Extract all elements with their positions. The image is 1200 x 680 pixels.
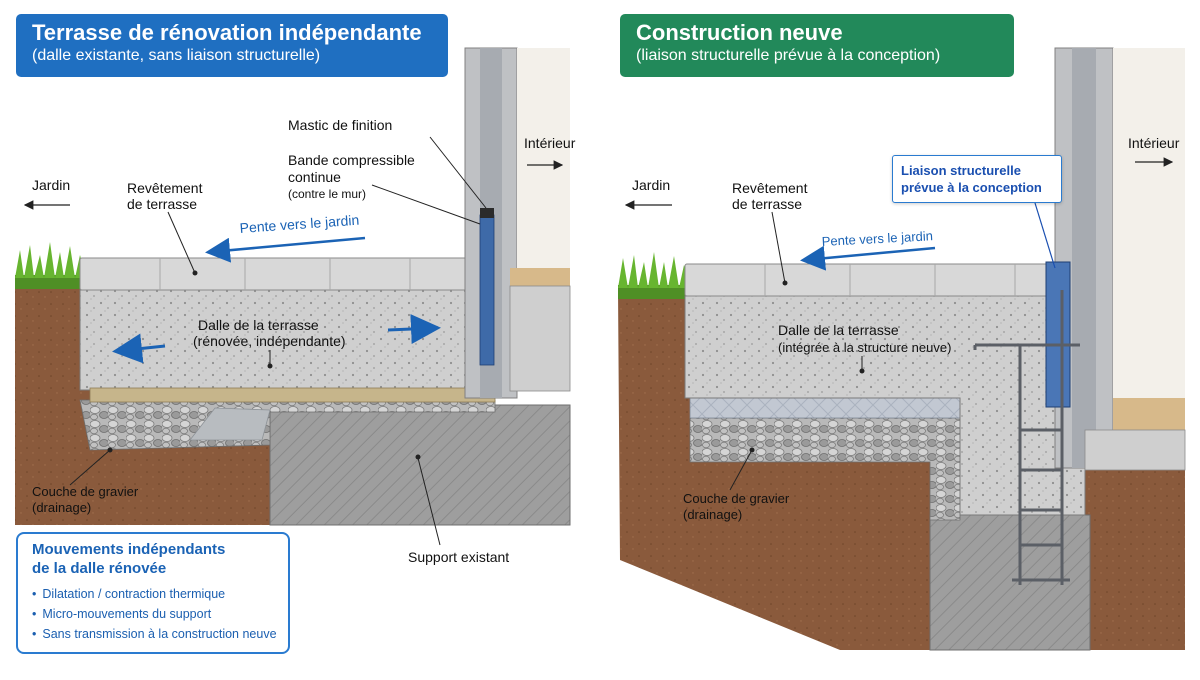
leader-gravier-left bbox=[69, 449, 111, 486]
label-bande-3: (contre le mur) bbox=[288, 187, 366, 201]
label-support-existant: Support existant bbox=[408, 549, 509, 565]
arrow-movement-right bbox=[387, 314, 441, 345]
label-dalle-left-2: (rénovée, indépendante) bbox=[193, 333, 346, 349]
leader-dot bbox=[415, 454, 421, 460]
leader-gravier-right bbox=[729, 449, 753, 491]
left-slab-base bbox=[89, 387, 496, 403]
label-gravier-left-1: Couche de gravier bbox=[32, 484, 139, 499]
label-revetement-left-1: Revêtement bbox=[127, 180, 203, 196]
leader-mastic bbox=[429, 136, 487, 209]
left-panel: Mastic de finition Bande compressible co… bbox=[15, 47, 576, 565]
label-jardin-left: Jardin bbox=[32, 177, 70, 193]
label-pente-left: Pente vers le jardin bbox=[239, 212, 360, 236]
label-interieur-right: Intérieur bbox=[1128, 135, 1180, 151]
label-jardin-right: Jardin bbox=[632, 177, 670, 193]
right-interior-slab bbox=[1084, 429, 1186, 471]
liaison-line-2: prévue à la conception bbox=[901, 180, 1042, 195]
label-revetement-right-2: de terrasse bbox=[732, 196, 802, 212]
left-finishing-mastic bbox=[480, 208, 494, 218]
movement-box-title-1: Mouvements indépendants bbox=[32, 541, 226, 558]
header-right: Construction neuve (liaison structurelle… bbox=[620, 14, 1014, 77]
label-dalle-left-1: Dalle de la terrasse bbox=[198, 317, 319, 333]
subtitle-left: (dalle existante, sans liaison structure… bbox=[32, 47, 321, 64]
label-interieur-left: Intérieur bbox=[524, 135, 576, 151]
right-foundation bbox=[929, 514, 1091, 651]
movement-box-title-2: de la dalle rénovée bbox=[32, 560, 167, 577]
subtitle-right: (liaison structurelle prévue à la concep… bbox=[636, 47, 941, 64]
right-interior-wall bbox=[1113, 48, 1185, 398]
label-mastic: Mastic de finition bbox=[288, 117, 392, 133]
movement-list: Dilatation / contraction thermique Micro… bbox=[32, 584, 276, 644]
liaison-callout: Liaison structurelle prévue à la concept… bbox=[892, 155, 1062, 203]
left-drain-sheet bbox=[189, 407, 271, 441]
left-grass bbox=[15, 242, 95, 289]
label-bande-2: continue bbox=[288, 169, 341, 185]
left-interior-wall bbox=[517, 48, 570, 268]
right-structural-plate bbox=[1045, 261, 1071, 408]
left-interior-floor bbox=[510, 268, 570, 286]
title-right: Construction neuve bbox=[636, 20, 843, 45]
leader-revetement-left bbox=[167, 211, 196, 274]
leader-dot bbox=[192, 270, 198, 276]
right-rebar-cage bbox=[973, 290, 1080, 585]
label-gravier-right-1: Couche de gravier bbox=[683, 491, 790, 506]
label-gravier-right-2: (drainage) bbox=[683, 507, 742, 522]
label-revetement-left-2: de terrasse bbox=[127, 196, 197, 212]
list-item: Sans transmission à la construction neuv… bbox=[32, 624, 276, 644]
leader-dot bbox=[749, 447, 755, 453]
label-bande-1: Bande compressible bbox=[288, 152, 415, 168]
liaison-line-1: Liaison structurelle bbox=[901, 163, 1021, 178]
leader-revetement-right bbox=[771, 211, 786, 284]
right-paving bbox=[684, 263, 1058, 297]
leader-dot bbox=[267, 363, 273, 369]
list-item: Dilatation / contraction thermique bbox=[32, 584, 274, 604]
right-wall-insulation bbox=[1072, 48, 1096, 468]
header-left: Terrasse de rénovation indépendante (dal… bbox=[16, 14, 448, 77]
right-soil bbox=[618, 290, 960, 650]
label-dalle-right-2: (intégrée à la structure neuve) bbox=[778, 340, 951, 355]
arrow-pente-right bbox=[800, 245, 936, 271]
movement-info-box: Mouvements indépendants de la dalle réno… bbox=[16, 532, 290, 654]
right-interior-floor bbox=[1113, 398, 1185, 430]
list-item: Micro-mouvements du support bbox=[32, 604, 274, 624]
leader-liaison bbox=[1034, 202, 1056, 269]
arrow-pente-left bbox=[205, 236, 366, 263]
label-revetement-right-1: Revêtement bbox=[732, 180, 808, 196]
left-interior-slab bbox=[509, 285, 571, 392]
label-dalle-right-1: Dalle de la terrasse bbox=[778, 322, 899, 338]
right-membrane bbox=[689, 397, 961, 419]
arrow-movement-left bbox=[112, 333, 166, 364]
left-compressible-band bbox=[479, 214, 495, 366]
left-paving bbox=[79, 257, 481, 291]
right-panel: Intérieur Jardin Revêtement de terrasse … bbox=[618, 47, 1186, 651]
title-left: Terrasse de rénovation indépendante bbox=[32, 20, 422, 45]
label-gravier-left-2: (drainage) bbox=[32, 500, 91, 515]
leader-support bbox=[417, 457, 441, 546]
leader-bande bbox=[371, 184, 481, 225]
leader-dot bbox=[782, 280, 788, 286]
leader-dot bbox=[107, 447, 113, 453]
label-pente-right: Pente vers le jardin bbox=[821, 228, 933, 249]
right-soil-interior bbox=[1085, 470, 1185, 650]
leader-dot bbox=[859, 368, 865, 374]
right-grass bbox=[618, 252, 693, 299]
